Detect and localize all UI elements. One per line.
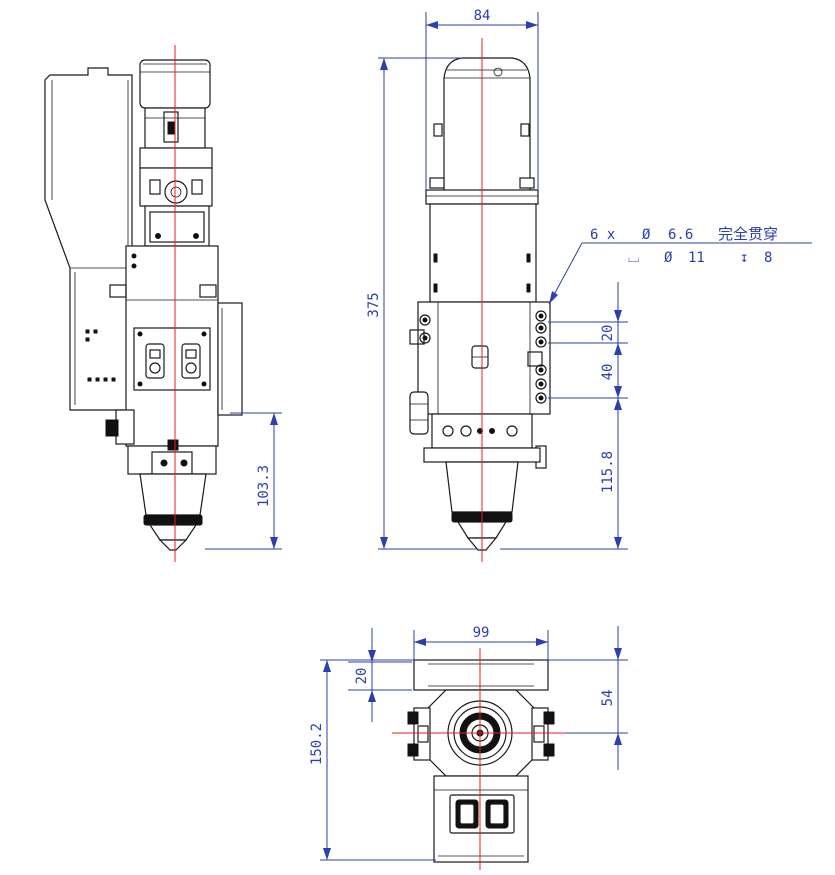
dim-label-150-2: 150.2 [309, 723, 325, 765]
bottom-right-connector [531, 707, 555, 761]
dim-front-right: 20 40 115.8 [500, 282, 628, 550]
callout-diameter-value: 6.6 [668, 227, 693, 243]
dim-label-103-3: 103.3 [256, 465, 272, 507]
dim-label-54: 54 [600, 690, 616, 707]
cover-markings [85, 329, 116, 382]
dim-front-total-height: 375 [366, 57, 478, 550]
dim-label-20: 20 [600, 325, 616, 342]
callout-cbore-diameter-symbol: Ø [664, 250, 673, 266]
dim-front-width: 84 [425, 8, 539, 190]
dim-side-lower: 103.3 [205, 412, 282, 550]
bottom-view [407, 659, 555, 863]
dim-bottom-height: 150.2 [309, 659, 436, 861]
callout-diameter-symbol: Ø [642, 227, 651, 243]
front-top-tube [443, 57, 531, 201]
dim-label-40: 40 [600, 364, 616, 381]
front-view [409, 57, 551, 551]
front-side-valve [409, 391, 429, 435]
side-view [44, 59, 243, 551]
dim-label-99: 99 [473, 625, 490, 641]
dim-label-bottom-20: 20 [354, 668, 370, 685]
dim-bottom-offset: 20 [348, 628, 412, 722]
callout-depth-symbol: ↧ [740, 250, 748, 266]
mounting-holes-right [527, 310, 547, 404]
dim-label-115-8: 115.8 [600, 451, 616, 493]
bottom-left-connector [407, 707, 431, 761]
mounting-holes-left [409, 314, 431, 345]
callout-depth-value: 8 [764, 250, 772, 266]
dim-label-375: 375 [366, 292, 382, 317]
side-nozzle-cone [139, 473, 207, 516]
bottom-top-flange [413, 659, 549, 691]
hole-callout: 6 x Ø 6.6 完全贯穿 ⌴ Ø 11 ↧ 8 [548, 225, 812, 305]
callout-cbore-diameter: 11 [688, 250, 705, 266]
callout-through-note: 完全贯穿 [718, 225, 778, 243]
dim-bottom-right: 54 [548, 626, 628, 770]
callout-counterbore-symbol: ⌴ [628, 250, 639, 266]
callout-count: 6 x [590, 227, 615, 243]
front-mid-section [429, 203, 537, 303]
side-cover-housing [44, 67, 133, 411]
dim-bottom-width: 99 [413, 625, 549, 660]
side-adjust-knob [164, 180, 188, 204]
dim-label-84: 84 [474, 8, 491, 24]
